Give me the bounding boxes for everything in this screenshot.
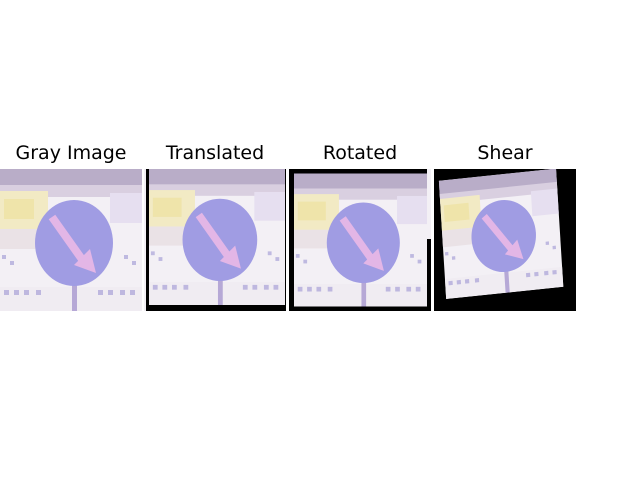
panel-title-gray: Gray Image [15,142,127,164]
rotated-image-panel [289,169,431,311]
shear-image-panel [434,169,576,311]
panel-title-rotated: Rotated [322,142,398,164]
panel-title-translated: Translated [165,142,265,164]
gray-image-panel [0,169,142,311]
panel-title-shear: Shear [477,142,533,164]
translated-image-panel [144,169,286,311]
